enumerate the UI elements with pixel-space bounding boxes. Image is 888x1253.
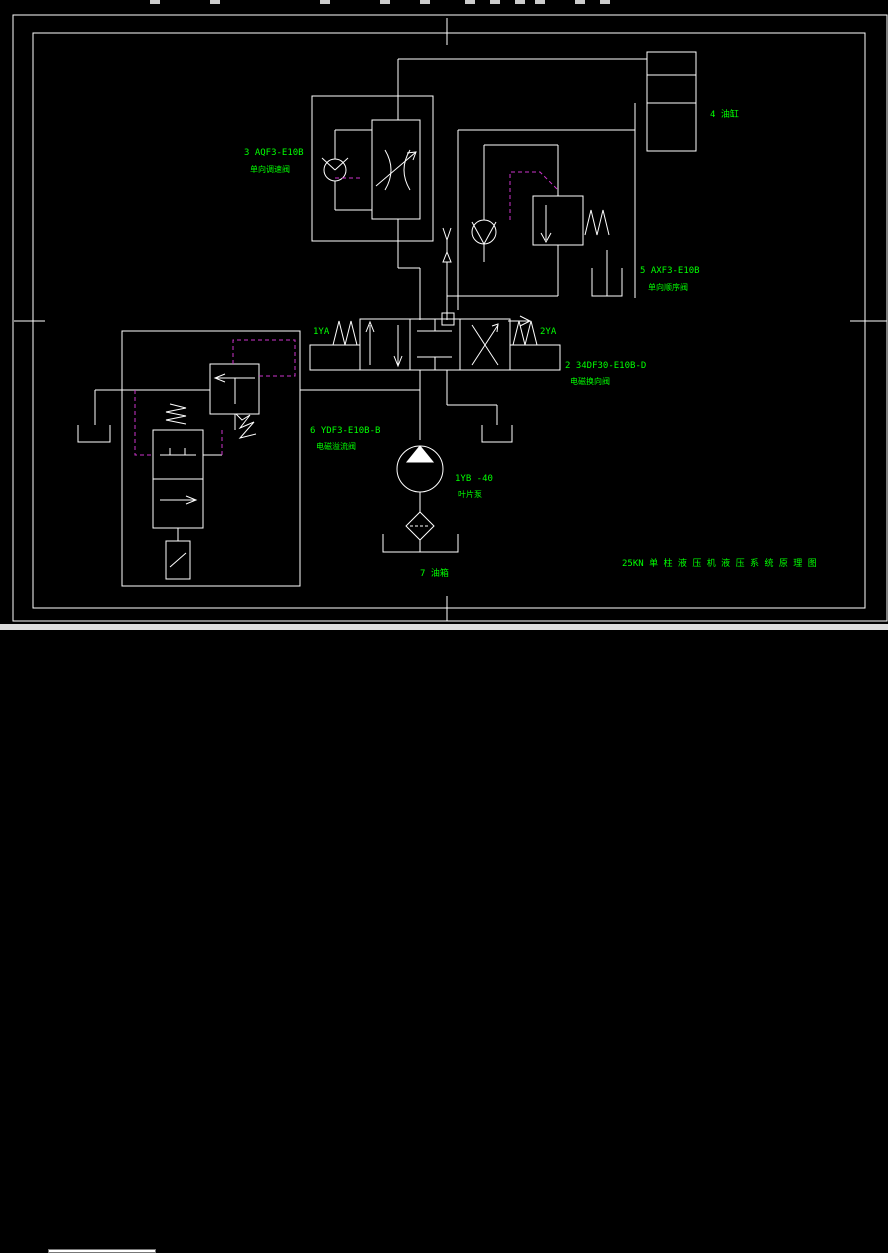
outer-frame	[12, 14, 888, 622]
toolbar-icon[interactable]	[575, 0, 585, 4]
relief-valve-symbol	[77, 330, 301, 587]
pilot-lines	[134, 171, 559, 456]
directional-valve-symbol	[309, 312, 561, 371]
window-toolbar-strip	[0, 0, 888, 10]
toolbar-icon[interactable]	[465, 0, 475, 4]
filter-tank-symbol	[382, 511, 459, 553]
sequence-valve-symbol	[442, 144, 623, 320]
label-solenoid-1: 1YA	[313, 327, 330, 337]
inner-frame	[32, 32, 866, 609]
label-c7-code: 7 油箱	[420, 567, 449, 579]
label-solenoid-2: 2YA	[540, 327, 557, 337]
toolbar-icon[interactable]	[535, 0, 545, 4]
label-c6-code: 6 YDF3-E10B-B	[310, 426, 380, 436]
toolbar-icon[interactable]	[380, 0, 390, 4]
label-c5-code: 5 AXF3-E10B	[640, 266, 700, 276]
label-c4-code: 4 油缸	[710, 108, 739, 120]
toolbar-icon[interactable]	[210, 0, 220, 4]
label-c3-name: 单向调速阀	[250, 164, 290, 174]
cad-drawing-canvas[interactable]: 3 AQF3-E10B 单向调速阀 4 油缸 5 AXF3-E10B 单向顺序阀…	[0, 0, 888, 630]
pump-symbol	[396, 445, 444, 512]
toolbar-icon[interactable]	[490, 0, 500, 4]
horizontal-scrollbar[interactable]	[0, 624, 888, 1253]
label-c2-name: 电磁换向阀	[570, 376, 610, 386]
drawing-title: 25KN 单 柱 液 压 机 液 压 系 统 原 理 图	[622, 557, 817, 569]
labels: 3 AQF3-E10B 单向调速阀 4 油缸 5 AXF3-E10B 单向顺序阀…	[244, 108, 817, 579]
tank-symbol-right	[481, 425, 513, 443]
label-c1-name: 叶片泵	[458, 489, 482, 499]
throttle-check-valve-symbol	[311, 95, 434, 320]
label-c1-code: 1YB -40	[455, 474, 493, 484]
label-c3-code: 3 AQF3-E10B	[244, 148, 304, 158]
toolbar-icon[interactable]	[420, 0, 430, 4]
label-c2-code: 2 34DF30-E10B-D	[565, 361, 646, 371]
scrollbar-thumb[interactable]	[48, 1249, 156, 1253]
toolbar-icon[interactable]	[600, 0, 610, 4]
label-c5-name: 单向顺序阀	[648, 282, 688, 292]
toolbar-icon[interactable]	[320, 0, 330, 4]
toolbar-icon[interactable]	[515, 0, 525, 4]
label-c6-name: 电磁溢流阀	[316, 441, 356, 451]
hydraulic-schematic: 3 AQF3-E10B 单向调速阀 4 油缸 5 AXF3-E10B 单向顺序阀…	[12, 14, 888, 622]
cylinder-symbol	[634, 51, 697, 298]
toolbar-icon[interactable]	[150, 0, 160, 4]
